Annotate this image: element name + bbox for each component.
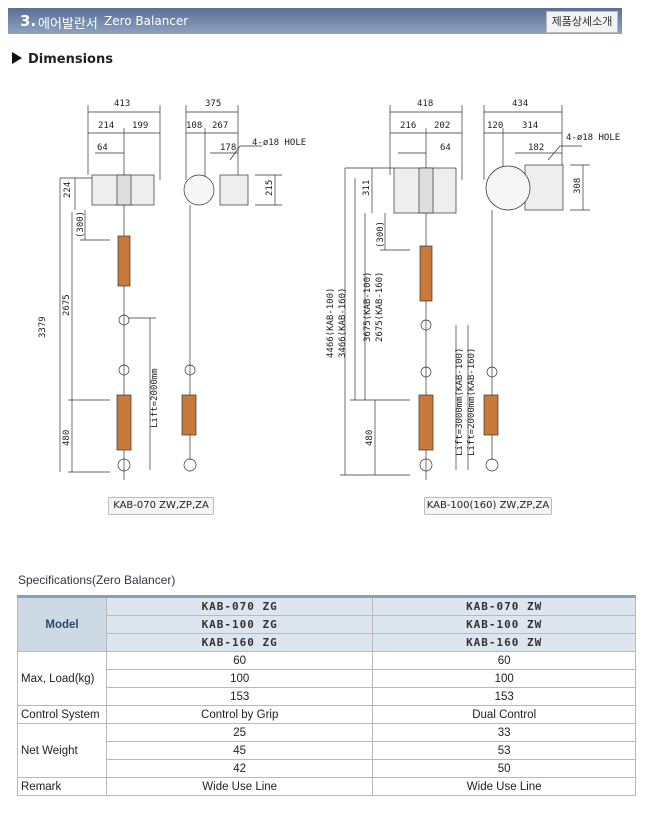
drawing-label: 108: [186, 121, 202, 131]
table-cell: Dual Control: [372, 705, 636, 724]
drawing-label: 120: [487, 121, 503, 131]
table-cell: 25: [105, 723, 374, 742]
table-cell: 42: [105, 759, 374, 778]
table-cell: Wide Use Line: [105, 777, 374, 796]
section-title-korean: 에어발란서: [38, 17, 98, 32]
drawing-label: 375: [205, 99, 221, 109]
max-load-label: Max, Load(kg): [17, 651, 107, 706]
table-cell: 60: [105, 651, 374, 670]
dimension-drawings: 413 214 199 64 224 (300) 2675 3379 480 L…: [38, 99, 620, 480]
table-cell: 153: [372, 687, 636, 706]
drawing-label: 2675(KAB-160): [375, 272, 385, 342]
section-header: 3. 에어발란서 Zero Balancer 제품상세소개: [8, 8, 622, 34]
net-weight-label: Net Weight: [17, 723, 107, 778]
section-title-english: Zero Balancer: [104, 14, 189, 28]
drawing-label: 4466(KAB-100): [326, 288, 336, 358]
drawing-label: 267: [212, 121, 228, 131]
drawing-label: Lift=3000mm(KAB-100): [455, 348, 465, 456]
table-cell: 100: [372, 669, 636, 688]
table-cell: 153: [105, 687, 374, 706]
drawing-label: 3466(KAB-160): [338, 288, 348, 358]
drawing-label: 418: [417, 99, 433, 109]
drawing-label: 215: [265, 180, 275, 196]
drawing-label: (300): [376, 221, 386, 248]
drawing-label: 3379: [38, 316, 48, 338]
drawing-caption-right: KAB-100(160) ZW,ZP,ZA: [424, 497, 552, 515]
drawing-label: 64: [97, 143, 108, 153]
model-zg: KAB-070 ZG: [105, 595, 374, 616]
table-cell: 60: [372, 651, 636, 670]
drawing-label: 214: [98, 121, 114, 131]
table-cell: 33: [372, 723, 636, 742]
product-detail-button[interactable]: 제품상세소개: [546, 11, 618, 33]
drawing-label: 308: [573, 178, 583, 194]
specifications-table: Model KAB-070 ZG KAB-070 ZW KAB-100 ZG K…: [17, 595, 636, 796]
model-zw: KAB-160 ZW: [372, 633, 636, 652]
section-number: 3.: [20, 12, 37, 30]
table-cell: 45: [105, 741, 374, 760]
drawing-label: 314: [522, 121, 538, 131]
model-header: Model: [17, 595, 107, 652]
drawing-label: 311: [362, 180, 372, 196]
table-cell: 50: [372, 759, 636, 778]
model-zg: KAB-100 ZG: [105, 615, 374, 634]
drawing-label: 199: [132, 121, 148, 131]
model-zg: KAB-160 ZG: [105, 633, 374, 652]
drawing-label: 413: [114, 99, 130, 109]
drawing-label: 178: [220, 143, 236, 153]
dimensions-heading: Dimensions: [12, 52, 113, 67]
table-cell: Wide Use Line: [372, 777, 636, 796]
drawing-label: 480: [62, 430, 72, 446]
specifications-title: Specifications(Zero Balancer): [18, 573, 176, 587]
table-cell: 53: [372, 741, 636, 760]
drawing-label: 2675: [62, 294, 72, 316]
drawing-label: 182: [528, 143, 544, 153]
drawing-label: (300): [76, 211, 86, 238]
triangle-bullet-icon: [12, 52, 22, 64]
control-system-label: Control System: [17, 705, 107, 724]
table-cell: 100: [105, 669, 374, 688]
drawing-label: 480: [365, 430, 375, 446]
table-cell: Control by Grip: [105, 705, 374, 724]
drawing-label: 64: [440, 143, 451, 153]
remark-label: Remark: [17, 777, 107, 796]
drawing-label: 4-ø18 HOLE: [252, 138, 306, 148]
drawing-label: Lift=2000mm: [150, 368, 160, 428]
drawing-caption-left: KAB-070 ZW,ZP,ZA: [108, 497, 214, 515]
drawing-label: 216: [400, 121, 416, 131]
drawing-label: 202: [434, 121, 450, 131]
drawing-label: 3675(KAB-100): [363, 272, 373, 342]
model-zw: KAB-100 ZW: [372, 615, 636, 634]
drawing-label: 434: [512, 99, 528, 109]
model-zw: KAB-070 ZW: [372, 595, 636, 616]
dimensions-heading-text: Dimensions: [28, 52, 113, 67]
drawing-label: Lift=2000mm(KAB-160): [467, 348, 477, 456]
drawing-label: 4-ø18 HOLE: [566, 133, 620, 143]
drawing-label: 224: [63, 182, 73, 198]
